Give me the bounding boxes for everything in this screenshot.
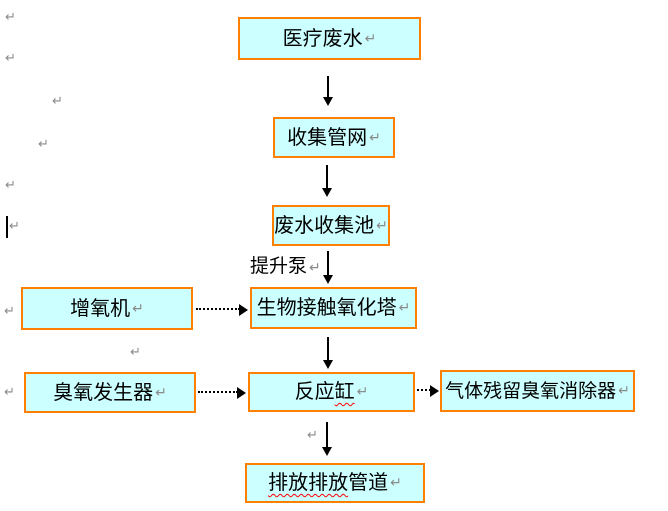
text-cursor (6, 216, 8, 238)
paragraph-mark-icon: ↵ (369, 129, 381, 146)
paragraph-mark-icon: ↵ (5, 51, 16, 66)
paragraph-mark-icon: ↵ (309, 260, 321, 276)
arrow-shaft (198, 391, 238, 393)
paragraph-mark-icon: ↵ (5, 178, 16, 193)
arrow-head-icon (323, 275, 333, 284)
paragraph-mark-icon: ↵ (130, 345, 141, 360)
paragraph-mark-icon: ↵ (155, 384, 167, 401)
node-discharge-pipe[interactable]: 排放排放管道↵ (245, 463, 425, 503)
node-residual-ozone-eliminator[interactable]: 气体残留臭氧消除器↵ (440, 370, 635, 412)
arrow-head-icon (323, 97, 333, 106)
arrow-head-icon (237, 387, 246, 399)
node-label-misspelled: 排放排放 (268, 472, 349, 494)
paragraph-mark-icon: ↵ (38, 137, 49, 152)
dotted-arrow-ozonegen-to-reactor[interactable] (198, 387, 246, 399)
paragraph-mark-icon: ↵ (398, 300, 411, 316)
node-label: 医疗废水 (282, 27, 363, 50)
node-label: 生物接触氧化塔 (256, 297, 397, 319)
node-collection-pipe-network[interactable]: 收集管网↵ (273, 117, 395, 158)
arrow-head-icon (239, 304, 248, 316)
node-label: 收集管网 (287, 126, 368, 149)
paragraph-mark-icon: ↵ (376, 217, 388, 234)
arrow-shaft (326, 422, 328, 448)
label-lift-pump: 提升泵↵ (250, 257, 321, 276)
arrow-biotower-to-reactor[interactable] (322, 337, 334, 369)
node-wastewater-collection-pool[interactable]: 废水收集池↵ (272, 205, 390, 246)
paragraph-mark-icon: ↵ (618, 383, 630, 399)
paragraph-mark-icon: ↵ (4, 385, 15, 400)
paragraph-mark-icon: ↵ (9, 219, 20, 234)
arrow-network-to-pool[interactable] (321, 165, 333, 197)
paragraph-mark-icon: ↵ (132, 300, 144, 317)
paragraph-mark-icon: ↵ (307, 428, 318, 443)
arrow-head-icon (323, 360, 333, 369)
node-reaction-tank[interactable]: 反应缸↵ (248, 372, 415, 412)
arrow-shaft (327, 337, 329, 361)
node-medical-wastewater[interactable]: 医疗废水↵ (238, 17, 421, 60)
node-label: 管道 (348, 472, 389, 494)
node-label-misspelled: 缸 (334, 381, 355, 403)
node-aerator[interactable]: 增氧机↵ (21, 287, 193, 330)
arrow-head-icon (430, 385, 439, 397)
paragraph-mark-icon: ↵ (5, 10, 16, 25)
paragraph-mark-icon: ↵ (52, 94, 63, 109)
node-label: 废水收集池 (274, 214, 375, 237)
arrow-shaft (327, 251, 329, 276)
node-label: 气体残留臭氧消除器 (445, 380, 617, 402)
arrow-head-icon (322, 447, 332, 456)
arrow-shaft (196, 308, 240, 310)
arrow-pool-to-biotower[interactable] (322, 251, 334, 284)
dotted-arrow-aerator-to-biotower[interactable] (196, 304, 248, 316)
paragraph-mark-icon: ↵ (4, 304, 15, 319)
node-ozone-generator[interactable]: 臭氧发生器↵ (24, 372, 196, 413)
label-lift-pump-text: 提升泵 (250, 256, 308, 277)
arrow-shaft (326, 165, 328, 189)
paragraph-mark-icon: ↵ (356, 384, 369, 400)
paragraph-mark-icon: ↵ (390, 475, 402, 491)
arrow-shaft (417, 389, 431, 391)
dotted-arrow-reactor-to-eliminator[interactable] (417, 385, 439, 397)
node-label: 反应 (294, 381, 335, 403)
arrow-shaft (327, 76, 329, 98)
arrow-head-icon (322, 188, 332, 197)
arrow-medical-to-network[interactable] (322, 76, 334, 106)
node-label: 增氧机 (70, 297, 131, 320)
arrow-reactor-to-discharge[interactable] (321, 422, 333, 456)
node-label: 臭氧发生器 (53, 381, 154, 404)
paragraph-mark-icon: ↵ (364, 30, 377, 47)
node-biological-contact-oxidation-tower[interactable]: 生物接触氧化塔↵ (250, 287, 417, 329)
